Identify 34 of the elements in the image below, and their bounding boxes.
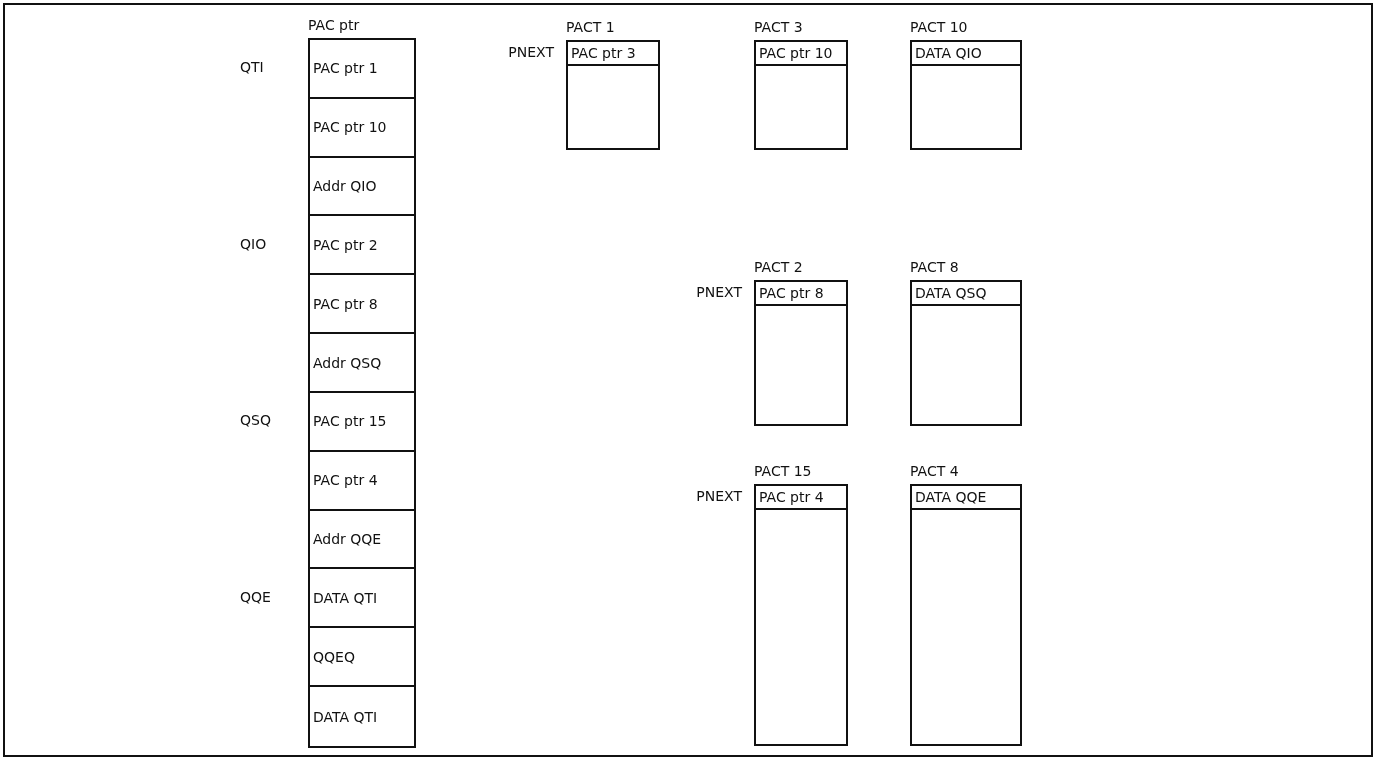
row-label: PNEXT — [696, 283, 742, 302]
memory-cell: PAC ptr 15 — [310, 393, 414, 452]
memory-cell: QQEQ — [310, 628, 414, 688]
row-label: QIO — [240, 234, 267, 254]
row-label: PNEXT — [696, 487, 742, 506]
memory-cell: PAC ptr 10 — [310, 98, 414, 158]
memory-cell: DATA QTI — [310, 569, 414, 629]
row-label: QTI — [240, 58, 264, 78]
memory-cell: Addr QIO — [310, 157, 414, 217]
memory-cell: PAC ptr 4 — [756, 486, 846, 510]
row-label: PNEXT — [508, 43, 554, 62]
memory-cell: Addr QSQ — [310, 334, 414, 393]
block-heading: PACT 8 — [910, 258, 959, 277]
memory-cell: DATA QTI — [310, 687, 414, 746]
memory-cell: PAC ptr 3 — [568, 42, 658, 66]
memory-cell: PAC ptr 4 — [310, 451, 414, 511]
block-heading: PACT 10 — [910, 18, 968, 37]
memory-cell: PAC ptr 8 — [310, 275, 414, 335]
block-heading: PACT 4 — [910, 462, 959, 481]
memory-cell: DATA QSQ — [912, 282, 1020, 306]
memory-cell: DATA QIO — [912, 42, 1020, 66]
row-label: QQE — [240, 587, 271, 607]
memory-cell: DATA QQE — [912, 486, 1020, 510]
block-heading: PACT 2 — [754, 258, 803, 277]
row-label: QSQ — [240, 411, 271, 431]
block-heading: PACT 3 — [754, 18, 803, 37]
memory-cell: PAC ptr 2 — [310, 216, 414, 276]
block-heading: PACT 15 — [754, 462, 812, 481]
block-heading: PACT 1 — [566, 18, 615, 37]
memory-cell: PAC ptr 1 — [310, 40, 414, 99]
memory-cell: Addr QQE — [310, 510, 414, 570]
memory-cell: PAC ptr 10 — [756, 42, 846, 66]
block-heading: PAC ptr — [308, 16, 360, 35]
memory-cell: PAC ptr 8 — [756, 282, 846, 306]
